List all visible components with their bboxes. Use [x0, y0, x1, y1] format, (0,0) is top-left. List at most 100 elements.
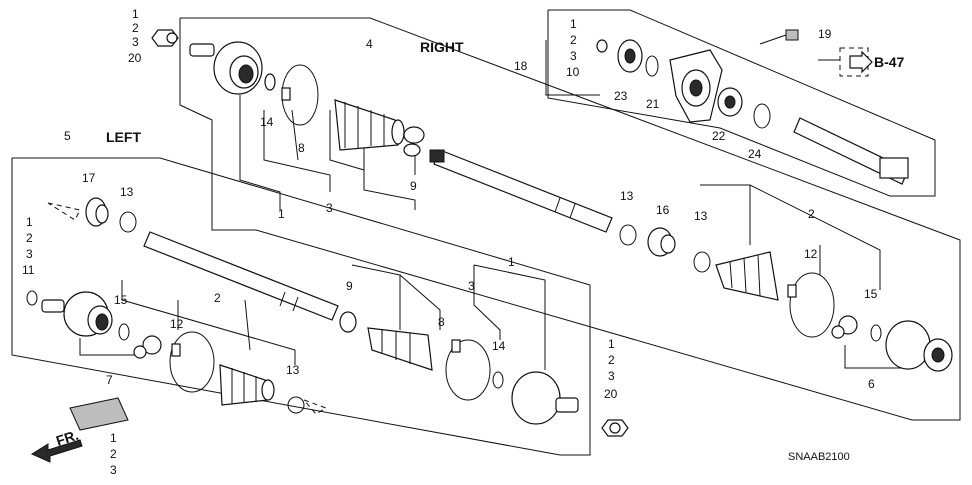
bracket-left-2: [121, 280, 296, 365]
bolt-19: [759, 29, 799, 45]
intermediate-shaft: [793, 117, 909, 185]
bearing-23: [617, 39, 643, 73]
callout-17: 17: [82, 171, 96, 185]
callout-18: 18: [514, 59, 528, 73]
callout-3: 3: [26, 247, 33, 261]
bracket-right-8: [291, 109, 299, 161]
callout-2: 2: [608, 353, 615, 367]
bracket-right-3: [263, 110, 331, 192]
callout-15: 15: [864, 287, 878, 301]
callout-13: 13: [286, 363, 300, 377]
left-inner-cv-joint: [41, 291, 113, 337]
callout-1: 1: [608, 337, 615, 351]
right-shaft-outline: [179, 17, 961, 421]
callout-20: 20: [604, 387, 618, 401]
left-clip-13a: [119, 211, 137, 233]
bracket-center-3: [473, 265, 501, 340]
callout-21: 21: [646, 97, 660, 111]
callout-3: 3: [132, 35, 139, 49]
callout-23: 23: [614, 89, 628, 103]
callout-19: 19: [818, 27, 832, 41]
left-spider: [133, 335, 162, 359]
callout-9: 9: [410, 179, 417, 193]
callout-14: 14: [260, 115, 274, 129]
callout-13: 13: [120, 185, 134, 199]
right-inner-damper-16: [647, 227, 676, 257]
center-outer-cv-joint: [511, 371, 579, 425]
callout-22: 22: [712, 129, 726, 143]
front-arrow: [30, 439, 83, 463]
callout-10: 10: [566, 65, 580, 79]
left-cover-plate: [69, 397, 129, 431]
bracket-right-3b: [329, 110, 365, 171]
callout-11: 11: [22, 263, 35, 277]
callout-1: 1: [570, 17, 577, 31]
left-boot-band-12: [169, 331, 215, 393]
heading-right: RIGHT: [420, 39, 464, 55]
center-band-9: [339, 311, 357, 333]
callout-9: 9: [346, 279, 353, 293]
left-clip-13b: [287, 396, 328, 415]
callout-2: 2: [570, 33, 577, 47]
front-label: FR.: [54, 427, 80, 449]
callout-2: 2: [110, 447, 117, 461]
right-half-shaft: [429, 149, 613, 233]
nut-20-bottom: [601, 419, 629, 437]
right-inner-clip-13c: [619, 224, 637, 246]
bearing-clip-10: [596, 39, 608, 53]
callout-2: 2: [132, 21, 139, 35]
ref-b47-box: [818, 47, 873, 77]
left-shaft-outline: [11, 157, 591, 456]
callout-3: 3: [608, 369, 615, 383]
right-inner-spider: [831, 315, 858, 339]
right-clip-14: [264, 73, 276, 91]
callout-1: 1: [278, 207, 285, 221]
nut-20-top: [151, 29, 179, 47]
center-clip-14: [492, 371, 504, 389]
callout-3: 3: [326, 201, 333, 215]
callout-3: 3: [570, 49, 577, 63]
left-dynamic-damper-17: [47, 197, 109, 227]
right-outer-cv-joint: [189, 41, 263, 95]
bracket-center-8: [399, 274, 441, 330]
callout-13: 13: [694, 209, 708, 223]
bracket-right-outer: [239, 95, 281, 210]
callout-1: 1: [26, 215, 33, 229]
callout-12: 12: [804, 247, 818, 261]
right-boot-outer: [334, 99, 405, 151]
callout-14: 14: [492, 339, 506, 353]
right-inner-clip-15b: [870, 324, 882, 342]
callout-6: 6: [868, 377, 875, 391]
right-inner-clip-13d: [693, 251, 711, 273]
callout-8: 8: [438, 315, 445, 329]
callout-3: 3: [110, 463, 117, 477]
right-inner-boot-band-12: [787, 272, 835, 338]
bracket-center-9: [351, 264, 401, 330]
callout-13: 13: [620, 189, 634, 203]
bearing-22: [717, 87, 743, 117]
callout-20: 20: [128, 51, 142, 65]
left-clip-15a: [118, 323, 130, 341]
callout-1: 1: [132, 7, 139, 21]
callout-7: 7: [106, 373, 113, 387]
callout-5: 5: [64, 129, 71, 143]
callout-24: 24: [748, 147, 762, 161]
snap-ring-24: [753, 103, 771, 129]
right-bearing-outline: [547, 9, 936, 197]
callout-2: 2: [214, 291, 221, 305]
callout-3: 3: [468, 279, 475, 293]
left-inner-boot: [219, 364, 275, 406]
heading-left: LEFT: [106, 129, 141, 145]
callout-16: 16: [656, 203, 670, 217]
right-boot-band-9: [403, 126, 425, 157]
callout-15: 15: [114, 293, 128, 307]
callout-8: 8: [298, 141, 305, 155]
center-outer-boot: [367, 327, 433, 371]
center-boot-band-8: [445, 339, 491, 401]
bracket-center-1: [473, 264, 546, 370]
callout-4: 4: [366, 37, 373, 51]
callout-12: 12: [170, 317, 184, 331]
callout-1: 1: [110, 431, 117, 445]
right-boot-band-8: [281, 64, 319, 126]
